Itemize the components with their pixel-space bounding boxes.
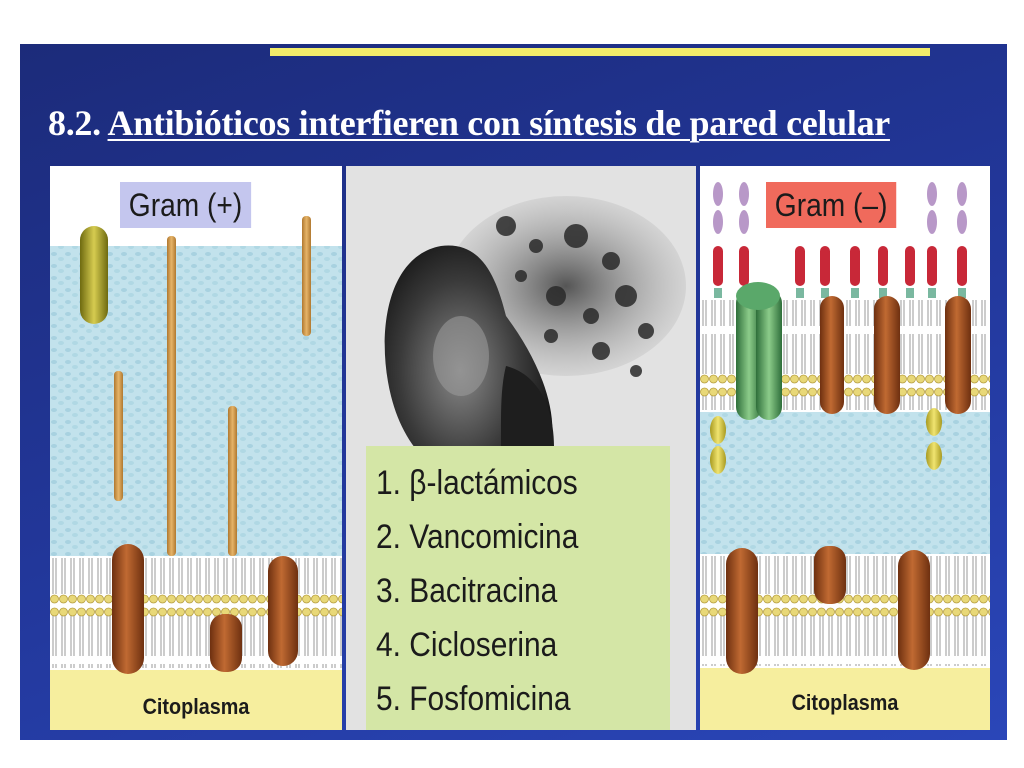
periplasmic-space (700, 412, 990, 554)
list-item: 5. Fosfomicina (376, 680, 571, 718)
cytoplasm-label: Citoplasma (791, 690, 899, 715)
gram-positive-label: Gram (+) (120, 182, 252, 228)
list-item: 1. β-lactámicos (376, 464, 578, 502)
title-text: Antibióticos interfieren con síntesis de… (107, 103, 891, 143)
membrane-protein (268, 556, 298, 666)
gram-negative-illustration (700, 182, 990, 730)
antibiotic-list-box: 1. β-lactámicos 2. Vancomicina 3. Bacitr… (366, 446, 670, 730)
lipopolysaccharide-chains (713, 182, 967, 298)
list-item: 2. Vancomicina (376, 518, 579, 556)
teichoic-acid-rod (228, 406, 237, 556)
gram-negative-label: Gram (–) (766, 182, 897, 228)
membrane-protein (726, 548, 758, 674)
antibiotic-list: 1. β-lactámicos 2. Vancomicina 3. Bacitr… (376, 456, 606, 726)
membrane-protein (874, 296, 900, 414)
porin-protein (736, 282, 782, 420)
teichoic-acid-rod (302, 216, 311, 336)
gram-negative-diagram: Gram (–) Citoplasma (700, 166, 990, 730)
membrane-protein (814, 546, 846, 604)
slide: 8.2. Antibióticos interfieren con síntes… (20, 44, 1007, 740)
teichoic-acid-rod (114, 371, 123, 501)
membrane-protein (112, 544, 144, 674)
cytoplasm (700, 668, 990, 730)
gram-positive-illustration (50, 216, 342, 730)
cytoplasm (50, 670, 342, 730)
cell-membrane (50, 558, 342, 668)
membrane-protein (210, 614, 242, 672)
slide-title: 8.2. Antibióticos interfieren con síntes… (48, 102, 890, 144)
list-item: 3. Bacitracina (376, 572, 558, 610)
membrane-protein (820, 296, 844, 414)
teichoic-acid-rod (167, 236, 176, 556)
membrane-protein (945, 296, 971, 414)
gram-positive-diagram: Gram (+) Citoplasma (50, 166, 342, 730)
title-number: 8.2. (48, 103, 101, 143)
membrane-protein (898, 550, 930, 670)
list-item: 4. Cicloserina (376, 626, 558, 664)
accent-bar (270, 48, 930, 56)
surface-protein (80, 226, 108, 324)
lipoprotein (710, 408, 942, 474)
cytoplasm-label: Citoplasma (142, 694, 250, 719)
